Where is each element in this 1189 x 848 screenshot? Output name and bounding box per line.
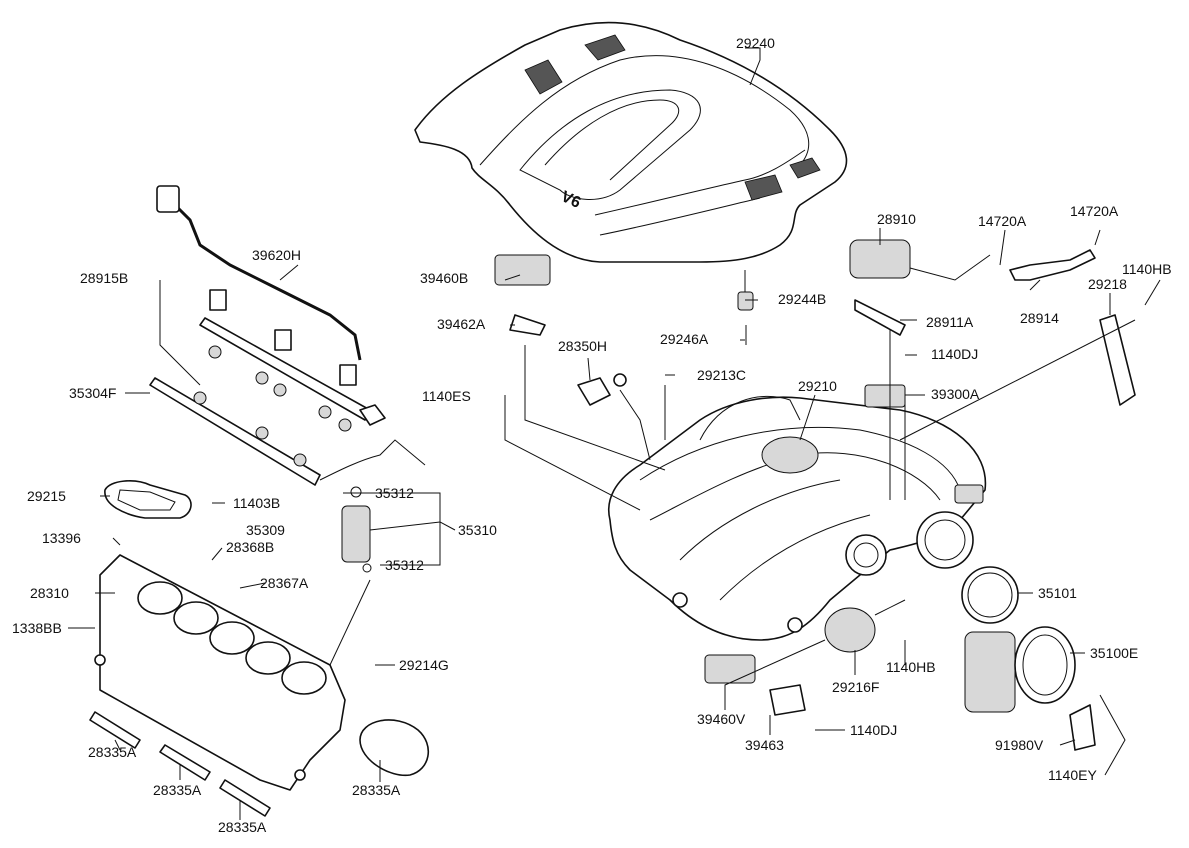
label-35309: 35309 [246, 522, 285, 538]
injector-harness [156, 185, 362, 386]
gasket-29215 [104, 480, 192, 519]
engine-cover: V6 [414, 21, 848, 263]
gasket-28335A-set [89, 711, 430, 817]
label-28335A-1: 28335A [88, 744, 137, 760]
label-35101: 35101 [1038, 585, 1077, 601]
label-35312-1: 35312 [375, 485, 414, 501]
small-components [494, 239, 1136, 751]
label-29213C: 29213C [697, 367, 746, 383]
label-28335A-3: 28335A [218, 819, 267, 835]
label-39460V: 39460V [697, 711, 746, 727]
upper-intake-manifold [608, 395, 987, 641]
label-35304F: 35304F [69, 385, 116, 401]
label-35312-2: 35312 [385, 557, 424, 573]
label-28368B: 28368B [226, 539, 274, 555]
label-28911A: 28911A [926, 314, 974, 330]
label-1140DJ-1: 1140DJ [931, 346, 978, 362]
label-39462A: 39462A [437, 316, 486, 332]
label-29218: 29218 [1088, 276, 1127, 292]
fuel-injector [341, 486, 372, 573]
label-1140HB-2: 1140HB [886, 659, 936, 675]
cover-badge: V6 [558, 188, 583, 212]
fuel-rail-assembly [149, 317, 426, 486]
part-labels: 29240 28910 14720A 14720A 1140HB 29218 3… [12, 35, 1172, 835]
label-29246A: 29246A [660, 331, 709, 347]
label-91980V: 91980V [995, 737, 1044, 753]
label-1140DJ-2: 1140DJ [850, 722, 897, 738]
label-28335A-2: 28335A [153, 782, 202, 798]
label-1338BB: 1338BB [12, 620, 62, 636]
label-35100E: 35100E [1090, 645, 1138, 661]
lower-intake-manifold [94, 554, 346, 791]
label-39463: 39463 [745, 737, 784, 753]
label-28350H: 28350H [558, 338, 607, 354]
label-28915B: 28915B [80, 270, 128, 286]
label-1140ES: 1140ES [422, 388, 471, 404]
leader-lines [68, 47, 1161, 820]
label-29210: 29210 [798, 378, 837, 394]
label-14720A-1: 14720A [978, 213, 1027, 229]
label-28367A: 28367A [260, 575, 309, 591]
label-1140HB-1: 1140HB [1122, 261, 1172, 277]
label-29215: 29215 [27, 488, 66, 504]
label-14720A-2: 14720A [1070, 203, 1119, 219]
label-39620H: 39620H [252, 247, 301, 263]
label-1140EY: 1140EY [1048, 767, 1097, 783]
label-29240: 29240 [736, 35, 775, 51]
label-28335A-4: 28335A [352, 782, 401, 798]
label-29216F: 29216F [832, 679, 879, 695]
label-28910: 28910 [877, 211, 916, 227]
label-28310: 28310 [30, 585, 69, 601]
label-35310: 35310 [458, 522, 497, 538]
label-11403B: 11403B [233, 495, 280, 511]
label-29244B: 29244B [778, 291, 826, 307]
label-39300A: 39300A [931, 386, 980, 402]
label-13396: 13396 [42, 530, 81, 546]
label-39460B: 39460B [420, 270, 468, 286]
label-28914: 28914 [1020, 310, 1059, 326]
label-29214G: 29214G [399, 657, 449, 673]
